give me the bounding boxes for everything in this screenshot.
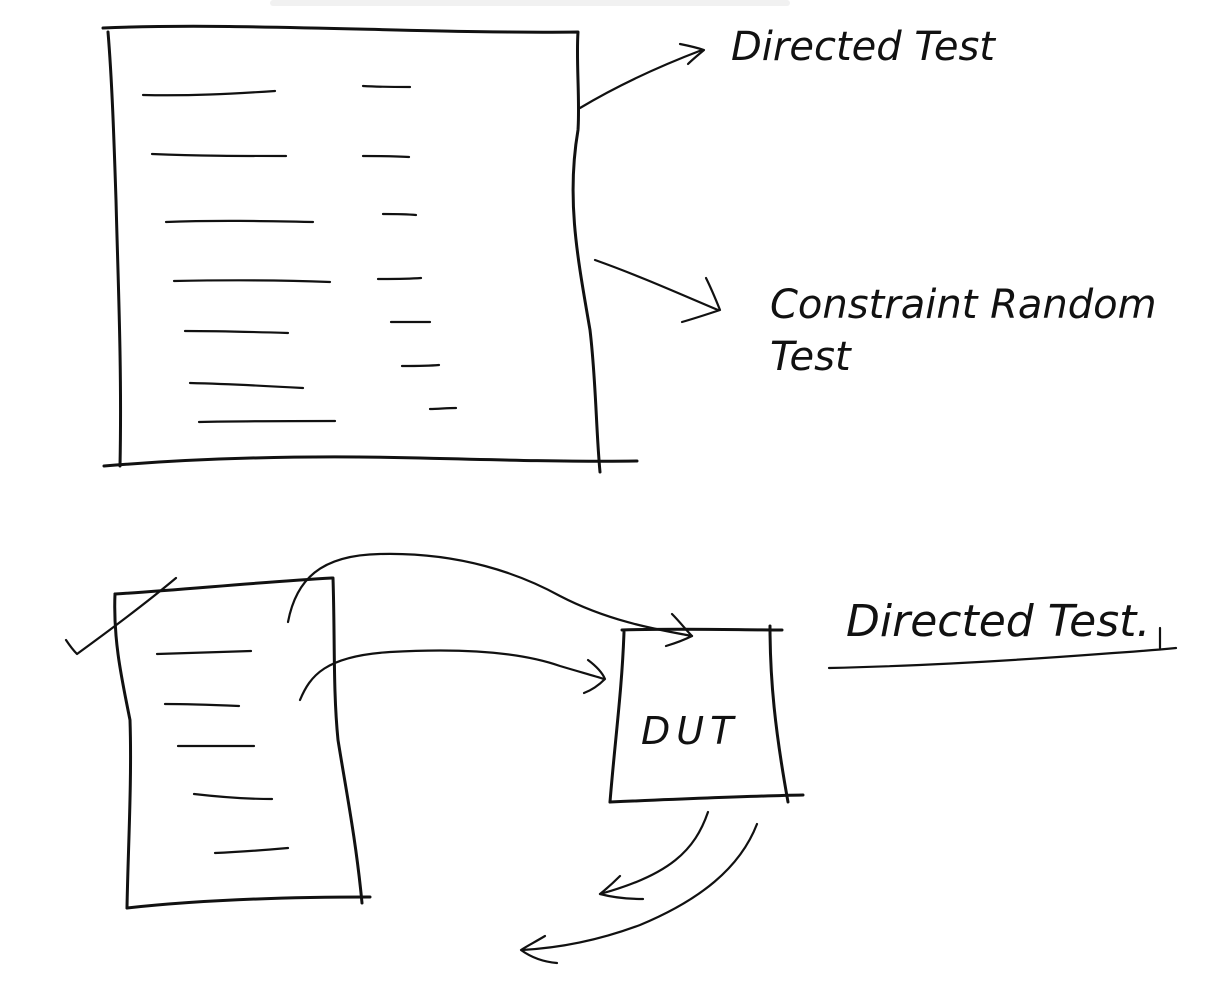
label-directed-test: Directed Test	[731, 24, 996, 70]
arrow-test1-to-dut	[286, 552, 694, 648]
dut-right-edge	[768, 624, 790, 804]
test-line	[192, 792, 274, 801]
arrow-head-icon	[598, 874, 645, 901]
arrow-test2-to-dut	[298, 649, 607, 702]
test-line	[213, 846, 290, 855]
arrow-head-icon	[678, 42, 706, 66]
small-box-left-edge	[113, 592, 133, 910]
large-box-right-edge	[101, 24, 602, 474]
small-box-top-edge	[113, 576, 334, 596]
arrow-shaft	[286, 552, 694, 638]
arrow-shaft	[578, 48, 704, 110]
dut-output-arrow-2	[519, 822, 759, 965]
arrow-head-icon	[680, 276, 722, 324]
arrow-shaft	[298, 649, 606, 702]
test-line	[188, 381, 305, 390]
test-line	[163, 702, 241, 708]
test-line-short	[361, 154, 411, 159]
test-line	[183, 329, 290, 335]
arrow-shaft	[598, 810, 710, 896]
test-line	[141, 89, 277, 97]
dut-bottom-edge	[608, 793, 805, 804]
test-line	[197, 419, 337, 424]
dut-box	[608, 624, 805, 804]
small-box-test-lines	[155, 649, 290, 855]
arrow-shaft	[520, 822, 759, 952]
test-line-short	[376, 276, 423, 281]
test-line	[155, 649, 253, 656]
small-box-bottom-edge	[125, 895, 372, 910]
dut-left-edge	[608, 630, 626, 804]
label-constraint-random: Constraint Random	[770, 282, 1157, 328]
arrow-head-icon	[519, 934, 559, 965]
arrow-head-icon	[582, 658, 607, 695]
test-line	[172, 279, 332, 284]
arrow-to-directed-test	[578, 42, 706, 110]
dut-output-arrow-1	[598, 810, 710, 901]
dut-top-edge	[620, 627, 784, 632]
dut-label: DUT	[641, 709, 739, 753]
arrow-shaft	[593, 258, 720, 312]
arrow-head-icon	[664, 612, 694, 648]
title-underline	[827, 646, 1178, 670]
large-box-test-lines	[141, 84, 458, 424]
checkmark-icon	[64, 576, 178, 656]
test-line-short	[381, 212, 418, 217]
label-directed-test-title: Directed Test.	[846, 596, 1150, 647]
top-scroll-shadow	[270, 0, 790, 6]
label-test: Test	[770, 334, 852, 380]
test-line	[164, 219, 315, 224]
large-test-box	[101, 24, 639, 474]
small-test-box	[113, 576, 372, 910]
large-box-left-edge	[106, 30, 123, 468]
test-line	[150, 152, 288, 158]
small-box-right-edge	[331, 576, 364, 905]
test-line-short	[428, 406, 458, 411]
test-line-short	[361, 84, 412, 89]
test-line-short	[400, 363, 441, 368]
arrow-to-constraint-random-test	[593, 258, 722, 324]
large-box-bottom-edge	[102, 455, 639, 468]
